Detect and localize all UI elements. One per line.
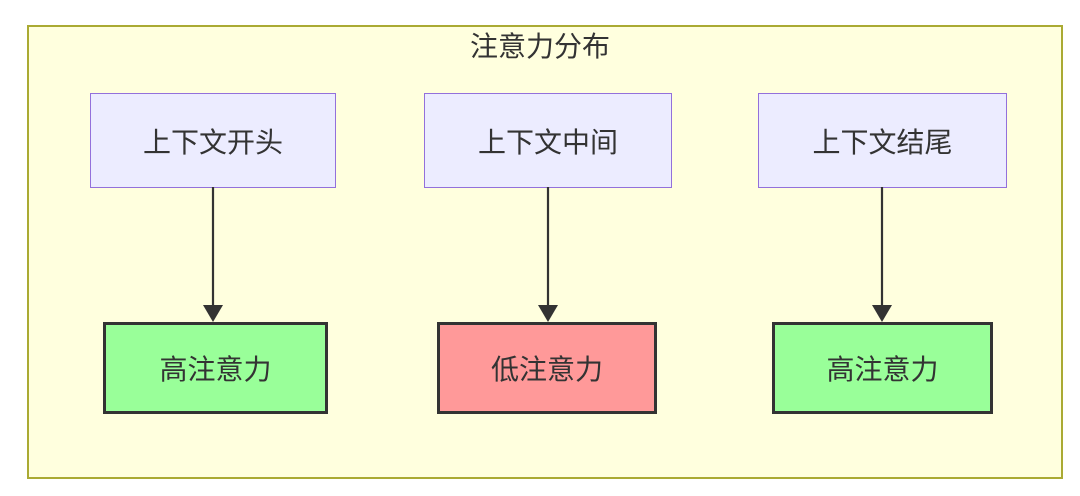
node-context-end: 上下文结尾 <box>758 93 1007 188</box>
arrow-down-icon <box>203 187 223 322</box>
node-context-middle: 上下文中间 <box>424 93 672 188</box>
node-context-start: 上下文开头 <box>90 93 336 188</box>
node-high-attention-right-label: 高注意力 <box>826 354 939 385</box>
node-context-start-label: 上下文开头 <box>142 126 283 158</box>
node-high-attention-right: 高注意力 <box>772 322 993 414</box>
arrow-down-icon <box>538 187 558 322</box>
node-context-end-label: 上下文结尾 <box>812 126 953 158</box>
arrow-down-icon <box>872 187 892 322</box>
node-low-attention-middle: 低注意力 <box>437 322 657 414</box>
diagram-title: 注意力分布 <box>469 31 610 62</box>
node-context-middle-label: 上下文中间 <box>477 126 618 158</box>
node-high-attention-left: 高注意力 <box>103 322 328 414</box>
node-low-attention-middle-label: 低注意力 <box>490 354 603 385</box>
node-high-attention-left-label: 高注意力 <box>159 354 272 385</box>
